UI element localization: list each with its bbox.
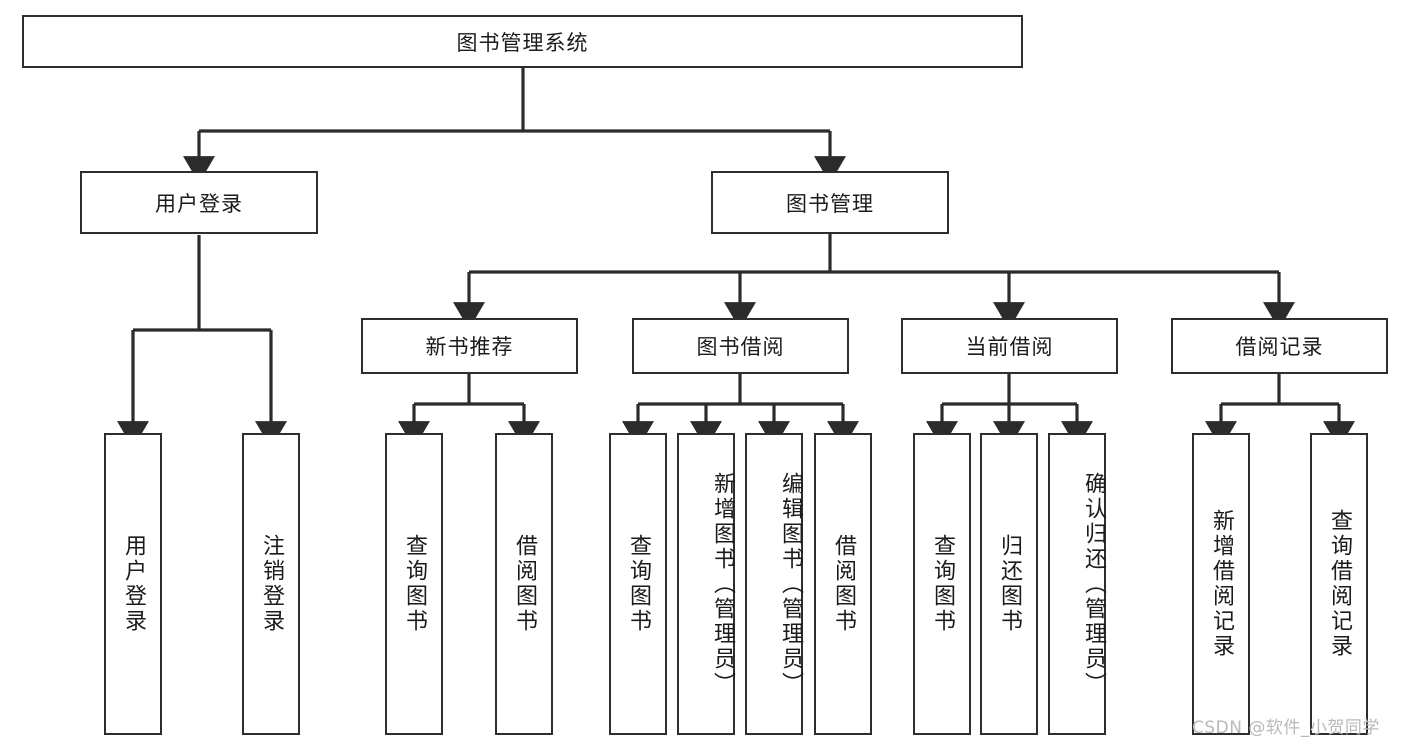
node-current-borrow-label: 当前借阅 [965, 335, 1054, 359]
node-new-book-recommend[interactable]: 新书推荐 [361, 318, 578, 374]
node-leaf-add-book[interactable]: 新增图书（管理员） [677, 433, 735, 735]
node-leaf-edit-book-label: 编辑图书（管理员） [778, 471, 803, 697]
node-leaf-query-book-1-label: 查询图书 [402, 534, 427, 634]
node-leaf-borrow-book-1[interactable]: 借阅图书 [495, 433, 553, 735]
node-leaf-borrow-book-2-label: 借阅图书 [831, 534, 856, 634]
node-leaf-query-book-2[interactable]: 查询图书 [609, 433, 667, 735]
node-leaf-user-login-label: 用户登录 [121, 534, 146, 634]
node-leaf-query-book-3-label: 查询图书 [930, 534, 955, 634]
node-book-borrow[interactable]: 图书借阅 [632, 318, 849, 374]
node-leaf-add-record-label: 新增借阅记录 [1209, 509, 1234, 659]
node-user-login[interactable]: 用户登录 [80, 171, 318, 234]
node-borrow-record[interactable]: 借阅记录 [1171, 318, 1388, 374]
node-book-borrow-label: 图书借阅 [696, 335, 785, 359]
node-leaf-query-record[interactable]: 查询借阅记录 [1310, 433, 1368, 735]
node-leaf-add-book-label: 新增图书（管理员） [710, 471, 735, 697]
node-leaf-logout-label: 注销登录 [259, 534, 284, 634]
node-leaf-logout[interactable]: 注销登录 [242, 433, 300, 735]
node-leaf-query-book-3[interactable]: 查询图书 [913, 433, 971, 735]
node-book-manage-label: 图书管理 [786, 191, 874, 216]
node-leaf-borrow-book-2[interactable]: 借阅图书 [814, 433, 872, 735]
node-leaf-query-record-label: 查询借阅记录 [1327, 509, 1352, 659]
node-book-manage[interactable]: 图书管理 [711, 171, 949, 234]
node-leaf-query-book-1[interactable]: 查询图书 [385, 433, 443, 735]
node-root[interactable]: 图书管理系统 [22, 15, 1023, 68]
node-leaf-query-book-2-label: 查询图书 [626, 534, 651, 634]
node-leaf-borrow-book-1-label: 借阅图书 [512, 534, 537, 634]
node-current-borrow[interactable]: 当前借阅 [901, 318, 1118, 374]
node-leaf-edit-book[interactable]: 编辑图书（管理员） [745, 433, 803, 735]
node-leaf-confirm-return-label: 确认归还（管理员） [1081, 471, 1106, 697]
node-user-login-label: 用户登录 [155, 191, 243, 216]
node-leaf-user-login[interactable]: 用户登录 [104, 433, 162, 735]
node-leaf-confirm-return[interactable]: 确认归还（管理员） [1048, 433, 1106, 735]
node-leaf-return-book-label: 归还图书 [997, 534, 1022, 634]
node-borrow-record-label: 借阅记录 [1235, 335, 1324, 359]
node-root-label: 图书管理系统 [456, 30, 589, 55]
node-leaf-return-book[interactable]: 归还图书 [980, 433, 1038, 735]
node-leaf-add-record[interactable]: 新增借阅记录 [1192, 433, 1250, 735]
node-new-book-recommend-label: 新书推荐 [425, 335, 514, 359]
